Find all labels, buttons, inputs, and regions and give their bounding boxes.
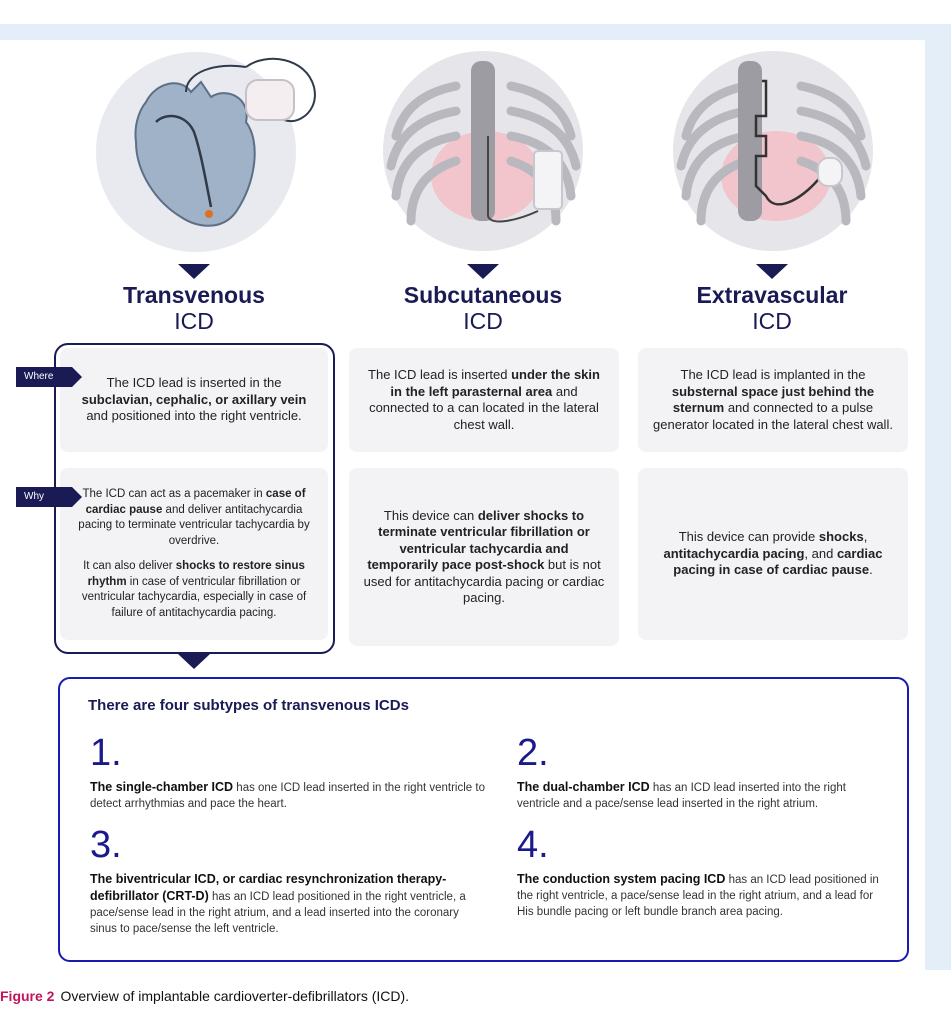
title-subcutaneous-rest: ICD [463, 308, 503, 334]
subtype-4-lead: The conduction system pacing ICD [517, 872, 726, 886]
why-text-extravascular: This device can provide shocks, antitach… [663, 529, 883, 578]
title-extravascular-bold: Extravascular [696, 282, 848, 308]
arrow-to-subtypes [178, 654, 210, 669]
subtype-1-number: 1. [90, 732, 122, 774]
where-box-extravascular: The ICD lead is implanted in the subster… [638, 348, 908, 452]
arrow-extravascular [756, 264, 788, 279]
why-box-extravascular: This device can provide shocks, antitach… [638, 468, 908, 640]
subtype-3-rest: has an ICD lead positioned in the right … [90, 891, 466, 935]
extravascular-ribcage-illustration [673, 51, 873, 251]
title-transvenous-bold: Transvenous [123, 282, 265, 308]
subtypes-box: There are four subtypes of transvenous I… [58, 677, 909, 962]
where-text-transvenous: The ICD lead is inserted in the subclavi… [81, 375, 307, 424]
subtype-2-number: 2. [517, 732, 549, 774]
subtype-1-lead: The single-chamber ICD [90, 780, 234, 794]
why-tag: Why [16, 487, 82, 507]
why-text-transvenous-1: The ICD can act as a pacemaker in case o… [78, 488, 310, 547]
where-tag: Where [16, 367, 82, 387]
subtype-3-lead: The biventricular ICD, or cardiac resync… [90, 872, 447, 903]
subtype-3-number: 3. [90, 824, 122, 866]
where-text-subcutaneous: The ICD lead is inserted under the skin … [368, 367, 600, 432]
subtype-4-text: The conduction system pacing ICD has an … [517, 871, 882, 920]
subtype-4-number: 4. [517, 824, 549, 866]
title-subcutaneous: Subcutaneous ICD [363, 282, 603, 334]
title-extravascular-rest: ICD [752, 308, 792, 334]
subtype-1-rest: has one ICD lead inserted in the right v… [90, 782, 485, 810]
why-box-subcutaneous: This device can deliver shocks to termin… [349, 468, 619, 646]
arrow-subcutaneous [467, 264, 499, 279]
why-text-transvenous-2: It can also deliver shocks to restore si… [81, 560, 307, 619]
transvenous-heart-illustration [96, 52, 316, 252]
why-box-transvenous: The ICD can act as a pacemaker in case o… [60, 468, 328, 640]
subtype-3-text: The biventricular ICD, or cardiac resync… [90, 871, 475, 937]
subcutaneous-ribcage-illustration [383, 51, 583, 251]
transvenous-highlight-outline [54, 343, 335, 654]
subtype-4: 4. The conduction system pacing ICD has … [517, 825, 882, 920]
subtype-1-text: The single-chamber ICD has one ICD lead … [90, 779, 490, 812]
figure-caption-label: Figure 2 [0, 988, 55, 1004]
figure-caption: Figure 2 Overview of implantable cardiove… [0, 988, 409, 1004]
subtype-3: 3. The biventricular ICD, or cardiac res… [90, 825, 475, 937]
title-subcutaneous-bold: Subcutaneous [403, 282, 563, 308]
why-text-subcutaneous: This device can deliver shocks to termin… [363, 507, 605, 606]
arrow-transvenous [178, 264, 210, 279]
title-transvenous-rest: ICD [174, 308, 214, 334]
title-extravascular: Extravascular ICD [652, 282, 892, 334]
where-text-extravascular: The ICD lead is implanted in the subster… [653, 367, 893, 432]
title-transvenous: Transvenous ICD [74, 282, 314, 334]
subtype-2-rest: has an ICD lead inserted into the right … [517, 782, 846, 810]
subtypes-heading: There are four subtypes of transvenous I… [88, 697, 409, 714]
where-box-subcutaneous: The ICD lead is inserted under the skin … [349, 348, 619, 452]
where-box-transvenous: The ICD lead is inserted in the subclavi… [60, 348, 328, 452]
subtype-4-rest: has an ICD lead positioned in the right … [517, 874, 879, 918]
subtype-1: 1. The single-chamber ICD has one ICD le… [90, 733, 490, 812]
subtype-2-text: The dual-chamber ICD has an ICD lead ins… [517, 779, 877, 812]
subtype-2-lead: The dual-chamber ICD [517, 780, 650, 794]
subtype-2: 2. The dual-chamber ICD has an ICD lead … [517, 733, 877, 812]
figure-caption-text: Overview of implantable cardioverter-def… [60, 988, 410, 1004]
